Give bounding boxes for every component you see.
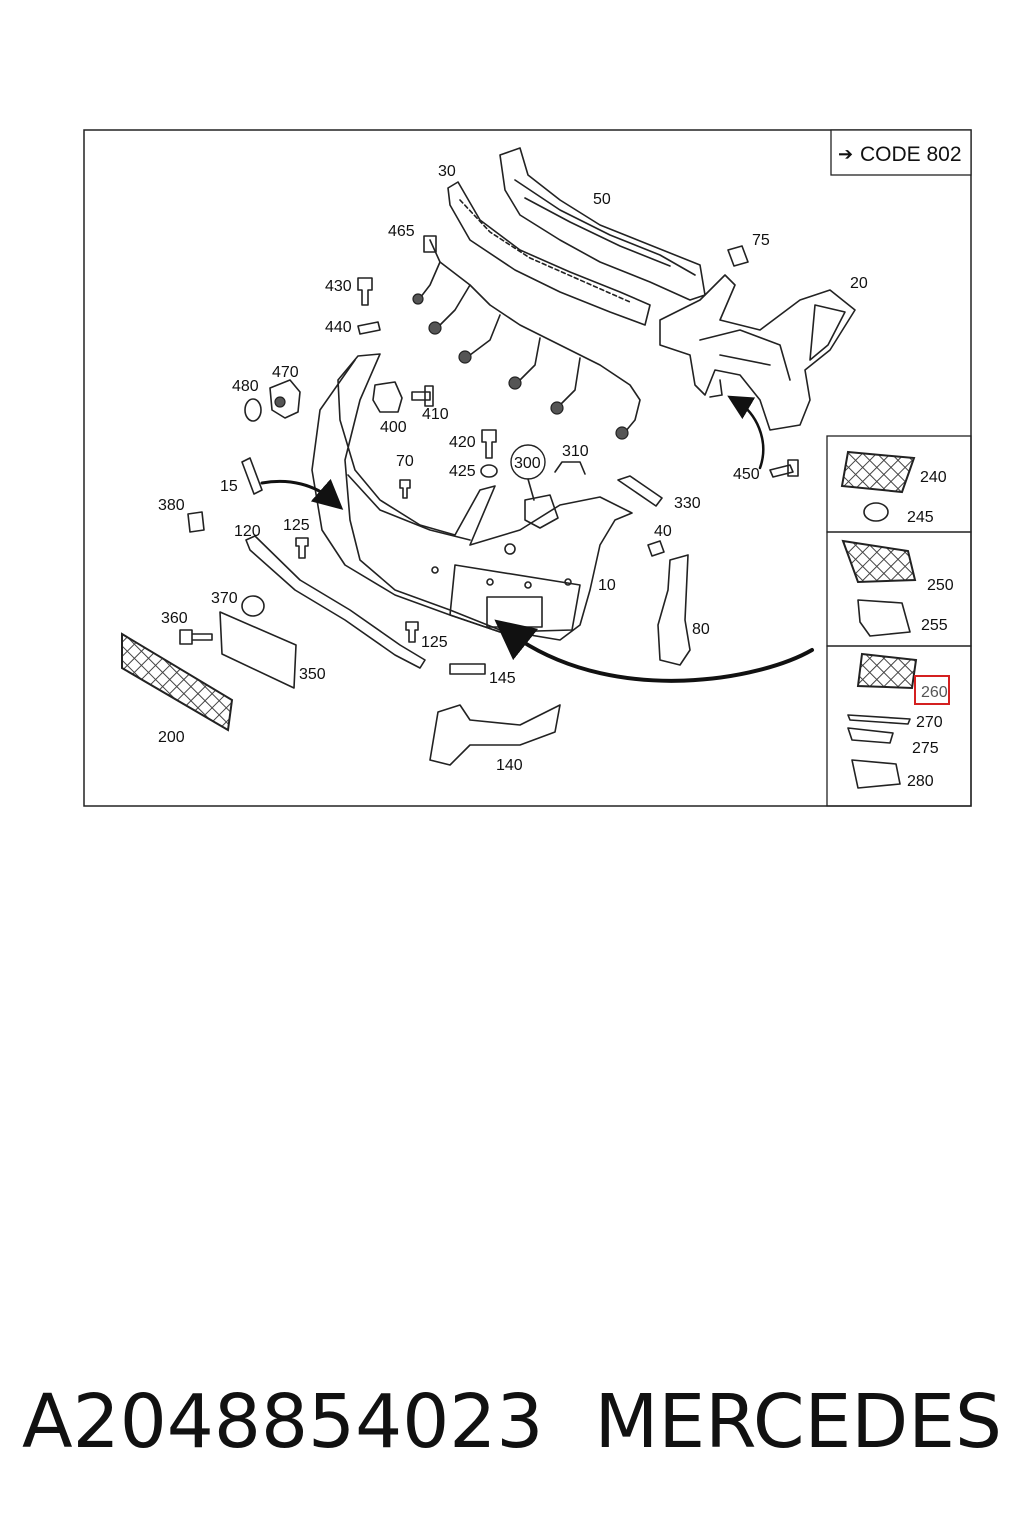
part-410-screw	[411, 385, 434, 407]
part-400-housing	[372, 381, 403, 413]
label-400: 400	[380, 419, 407, 436]
label-440: 440	[325, 319, 352, 336]
part-145-strip	[449, 663, 486, 675]
part-480-ring	[244, 398, 262, 422]
label-470: 470	[272, 364, 299, 381]
label-410: 410	[422, 406, 449, 423]
part-70-clip	[399, 479, 411, 499]
label-425: 425	[449, 463, 476, 480]
part-425-washer	[480, 464, 498, 478]
part-450-screw	[769, 459, 799, 478]
code-box	[830, 129, 972, 176]
part-30-strip	[447, 181, 651, 326]
part-15-bracket	[241, 457, 263, 495]
label-330: 330	[674, 495, 701, 512]
label-10: 10	[598, 577, 616, 594]
part-465-wiring-harness	[429, 239, 641, 433]
label-350: 350	[299, 666, 326, 683]
part-240-grille	[840, 450, 916, 494]
label-125a: 125	[283, 517, 310, 534]
label-80: 80	[692, 621, 710, 638]
part-120-strip	[245, 535, 426, 669]
part-280-frame	[851, 759, 901, 789]
part-80-bracket	[657, 554, 691, 666]
label-450: 450	[733, 466, 760, 483]
part-275-strip	[847, 727, 894, 744]
part-440-clip	[357, 321, 381, 335]
part-75-clip	[727, 245, 749, 267]
label-300: 300	[514, 455, 541, 472]
label-420: 420	[449, 434, 476, 451]
label-275: 275	[912, 740, 939, 757]
footer: A2048854023 MERCEDES	[0, 1372, 1024, 1472]
part-360-bolt	[179, 629, 213, 645]
part-40-clip	[647, 540, 665, 557]
part-255-frame	[857, 599, 911, 637]
label-270: 270	[916, 714, 943, 731]
label-480: 480	[232, 378, 259, 395]
part-270-strip	[847, 714, 911, 725]
label-310: 310	[562, 443, 589, 460]
part-200-grille	[121, 632, 234, 732]
part-380-clip	[187, 511, 205, 533]
label-260: 260	[921, 684, 948, 701]
part-245-ring	[863, 502, 889, 522]
label-145: 145	[489, 670, 516, 687]
highlight-box-260	[914, 675, 950, 705]
label-20: 20	[850, 275, 868, 292]
inset-box-bottom	[826, 645, 972, 807]
arrow-curve-right	[727, 395, 765, 470]
part-250-grille	[841, 539, 917, 584]
label-15: 15	[220, 478, 238, 495]
label-370: 370	[211, 590, 238, 607]
label-125b: 125	[421, 634, 448, 651]
label-380: 380	[158, 497, 185, 514]
part-420-bolt	[481, 429, 497, 459]
arrow-curve-left	[260, 478, 344, 510]
part-125-clip-a	[295, 537, 309, 559]
part-number: A2048854023	[22, 1379, 544, 1465]
part-10-bumper-cover	[337, 353, 633, 641]
label-70: 70	[396, 453, 414, 470]
label-120: 120	[234, 523, 261, 540]
label-240: 240	[920, 469, 947, 486]
label-255: 255	[921, 617, 948, 634]
part-330-strip	[617, 475, 663, 507]
label-140: 140	[496, 757, 523, 774]
label-245: 245	[907, 509, 934, 526]
label-30: 30	[438, 163, 456, 180]
part-260-grille	[856, 652, 918, 690]
label-280: 280	[907, 773, 934, 790]
label-430: 430	[325, 278, 352, 295]
label-50: 50	[593, 191, 611, 208]
label-360: 360	[161, 610, 188, 627]
part-430-bolt	[357, 277, 373, 306]
part-20-bracket	[659, 274, 856, 431]
part-300-bracket	[524, 494, 559, 529]
label-200: 200	[158, 729, 185, 746]
code-label: CODE 802	[860, 143, 962, 166]
arrow-curve-bottom	[494, 619, 814, 683]
part-370-nut	[241, 595, 265, 617]
part-310-spring	[554, 461, 586, 475]
part-350-plate	[219, 611, 297, 689]
part-470-sensor	[269, 379, 301, 419]
label-465: 465	[388, 223, 415, 240]
code-arrow-icon: ➔	[838, 144, 853, 164]
label-75: 75	[752, 232, 770, 249]
label-250: 250	[927, 577, 954, 594]
part-125-clip-b	[405, 621, 419, 643]
label-40: 40	[654, 523, 672, 540]
brand-name: MERCEDES	[594, 1379, 1002, 1465]
part-140-spoiler	[429, 704, 561, 766]
